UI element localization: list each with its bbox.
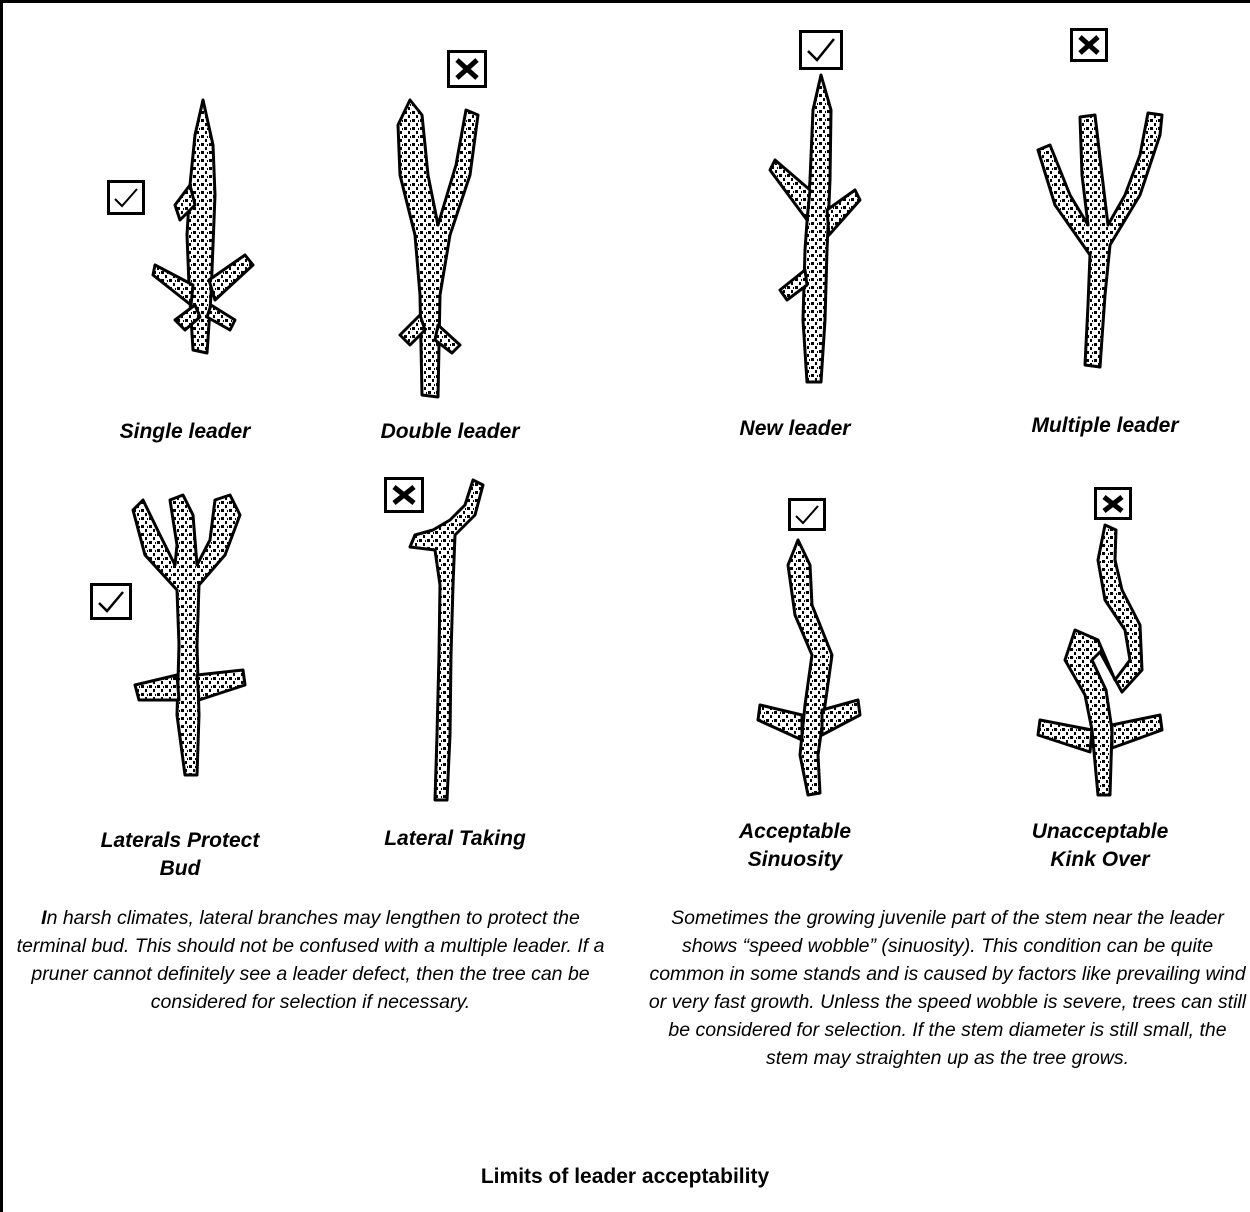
- right-note: Sometimes the growing juvenile part of t…: [645, 904, 1250, 1072]
- lateral-taking-label: Lateral Taking: [350, 825, 560, 853]
- cross-box-icon: [1070, 28, 1108, 62]
- lateral-taking-tree: [395, 475, 505, 805]
- double-leader-label: Double leader: [350, 418, 550, 446]
- label-line-1: Laterals Protect: [80, 827, 280, 855]
- double-leader-tree: [380, 95, 500, 405]
- acceptable-sinuosity-tree: [750, 535, 870, 800]
- check-box-icon: [799, 30, 843, 70]
- check-box-icon: [90, 583, 132, 620]
- check-box-icon: [107, 180, 145, 215]
- left-note: In harsh climates, lateral branches may …: [8, 904, 613, 1016]
- figure-caption: Limits of leader acceptability: [0, 1165, 1250, 1189]
- single-leader-tree: [145, 95, 265, 360]
- label-line-1: Unacceptable: [985, 818, 1215, 846]
- multiple-leader-label: Multiple leader: [995, 412, 1215, 440]
- new-leader-label: New leader: [695, 415, 895, 443]
- cross-box-icon: [1094, 487, 1132, 520]
- cross-box-icon: [447, 50, 487, 88]
- unacceptable-kink-over-tree: [1030, 520, 1175, 800]
- new-leader-tree: [755, 70, 865, 390]
- label-line-1: Acceptable: [690, 818, 900, 846]
- acceptable-sinuosity-label: Acceptable Sinuosity: [690, 818, 900, 874]
- label-line-2: Bud: [80, 855, 280, 883]
- laterals-protect-bud-tree: [125, 485, 255, 780]
- label-line-2: Sinuosity: [690, 846, 900, 874]
- unacceptable-kink-over-label: Unacceptable Kink Over: [985, 818, 1215, 874]
- single-leader-label: Single leader: [95, 418, 275, 446]
- laterals-protect-bud-label: Laterals Protect Bud: [80, 827, 280, 883]
- check-box-icon: [788, 498, 826, 531]
- multiple-leader-tree: [1030, 95, 1180, 370]
- label-line-2: Kink Over: [985, 846, 1215, 874]
- cross-box-icon: [384, 477, 424, 513]
- left-note-text: n harsh climates, lateral branches may l…: [17, 907, 605, 1013]
